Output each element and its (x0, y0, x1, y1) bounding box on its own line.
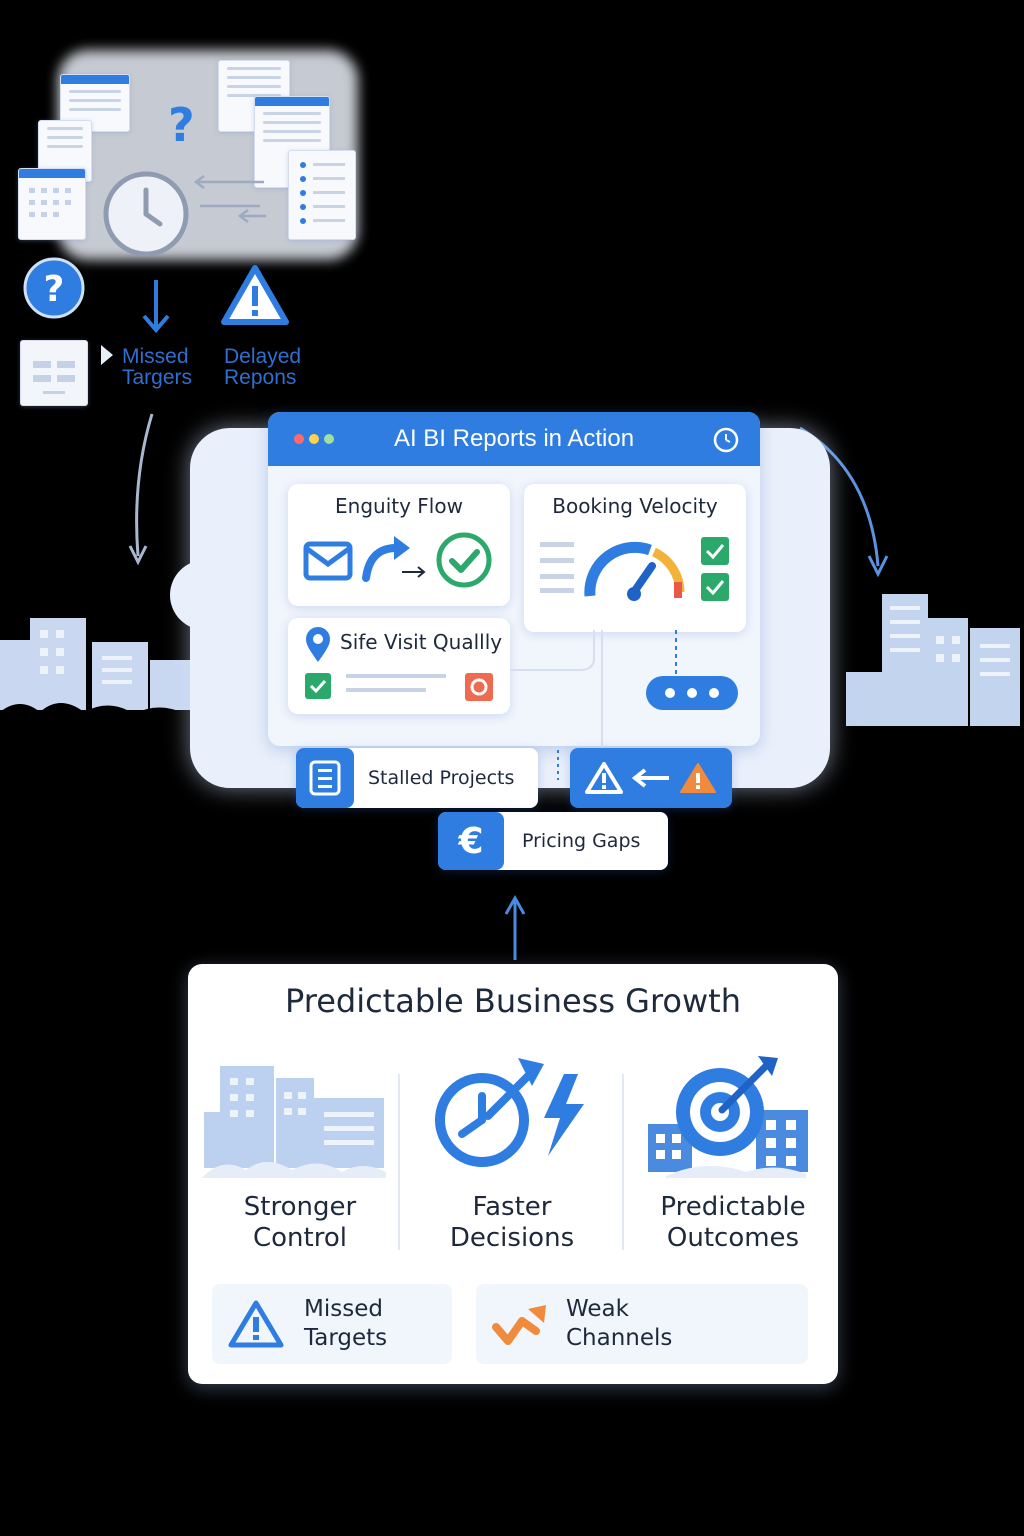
target-icon (646, 1054, 838, 1178)
list-lines-icon (540, 542, 576, 594)
city-skyline-left (0, 618, 190, 740)
play-marker-icon (100, 344, 114, 366)
chip-label: Stalled Projects (368, 767, 515, 789)
connector-lines (510, 630, 677, 780)
card-title: Sife Visit Quallly (340, 630, 503, 654)
window-title: AI BI Reports in Action (393, 425, 635, 452)
clock-icon[interactable] (712, 426, 740, 454)
window-controls[interactable] (294, 434, 334, 444)
forward-arrow-icon (360, 534, 430, 588)
card-title: Enguity Flow (335, 494, 463, 518)
arrow-left-icon (190, 170, 270, 230)
stalled-projects-chip[interactable]: Stalled Projects (296, 748, 538, 808)
city-skyline-right (846, 594, 1020, 726)
checklist-doc (288, 150, 356, 240)
alert-square-icon (464, 672, 494, 702)
warning-icon (220, 264, 290, 326)
envelope-icon (302, 536, 354, 584)
warning-icon (228, 1299, 284, 1349)
euro-icon: € (438, 812, 504, 870)
report-card (20, 340, 88, 406)
clock-lightning-icon (432, 1054, 620, 1178)
chip-label: Pricing Gaps (522, 830, 641, 852)
legacy-cluster: ? (18, 50, 363, 280)
warning-icon (585, 761, 623, 795)
warning-orange-icon (679, 761, 717, 795)
check-circle-icon (434, 530, 494, 590)
arrow-left-icon (631, 768, 671, 788)
progress-lines (346, 674, 456, 698)
gauge-icon (582, 536, 688, 602)
card-title: Booking Velocity (552, 494, 718, 518)
clock-icon (100, 168, 192, 260)
trend-down-icon (492, 1301, 548, 1347)
question-circle-icon: ? (22, 256, 86, 320)
more-options-button[interactable] (646, 676, 738, 710)
site-visit-card[interactable]: Sife Visit Quallly (288, 618, 510, 714)
booking-velocity-card[interactable]: Booking Velocity (524, 484, 746, 632)
document-list-icon (296, 748, 354, 808)
checkbox-checked-icon (700, 572, 730, 602)
location-pin-icon (304, 626, 332, 664)
alerts-chip[interactable] (570, 748, 732, 808)
panel-title: Predictable Business Growth (285, 982, 741, 1020)
svg-text:?: ? (44, 269, 65, 310)
window-titlebar: AI BI Reports in Action (268, 412, 760, 466)
enquiry-flow-card[interactable]: Enguity Flow (288, 484, 510, 606)
checkbox-checked-icon (700, 536, 730, 566)
arrow-down-icon (138, 278, 174, 334)
calendar-doc (18, 168, 86, 240)
buildings-icon (202, 1054, 400, 1178)
question-icon: ? (168, 98, 195, 152)
pricing-gaps-chip[interactable]: € Pricing Gaps (438, 812, 668, 870)
checkbox-checked-icon (304, 672, 332, 700)
